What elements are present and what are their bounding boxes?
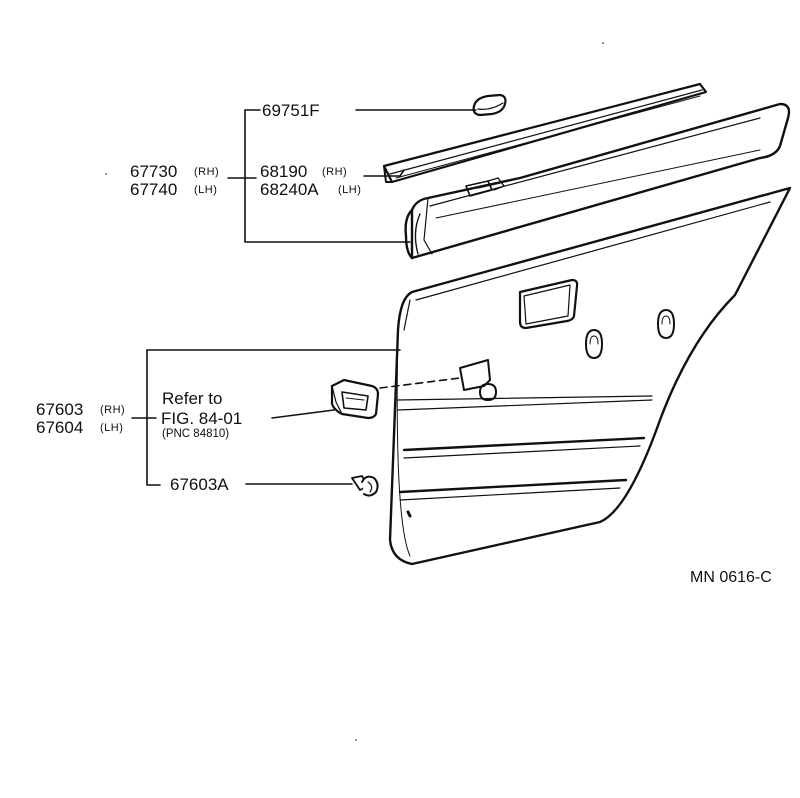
armrest-upper-panel [404, 102, 791, 260]
label-pnc-ref: (PNC 84810) [162, 428, 230, 440]
label-67603A: 67603A [170, 475, 229, 494]
label-68240A: 68240A [260, 180, 319, 199]
label-67603-rh: (RH) [100, 404, 126, 416]
door-trim-board [388, 186, 792, 566]
label-67603: 67603 [36, 400, 84, 419]
leader-lines [131, 109, 477, 486]
label-67740: 67740 [130, 180, 178, 199]
label-67740-lh: (LH) [194, 184, 218, 196]
label-68190: 68190 [260, 162, 308, 181]
label-67730-rh: (RH) [194, 166, 220, 178]
label-67730: 67730 [130, 162, 178, 181]
clip-69751F [472, 93, 507, 117]
label-68240A-lh: (LH) [338, 184, 362, 196]
label-67604: 67604 [36, 418, 84, 437]
speck-mark [105, 173, 107, 175]
label-67604-lh: (LH) [100, 422, 124, 434]
diagram-code: MN 0616-C [690, 569, 772, 586]
speck-mark [355, 739, 357, 741]
label-refer-to: Refer to [162, 389, 223, 408]
speck-mark [602, 42, 604, 44]
trim-clip-67603A [351, 475, 379, 497]
label-fig-ref: FIG. 84-01 [161, 409, 243, 428]
label-68190-rh: (RH) [322, 166, 348, 178]
inside-handle-bezel [330, 378, 380, 420]
label-69751F: 69751F [262, 101, 320, 120]
